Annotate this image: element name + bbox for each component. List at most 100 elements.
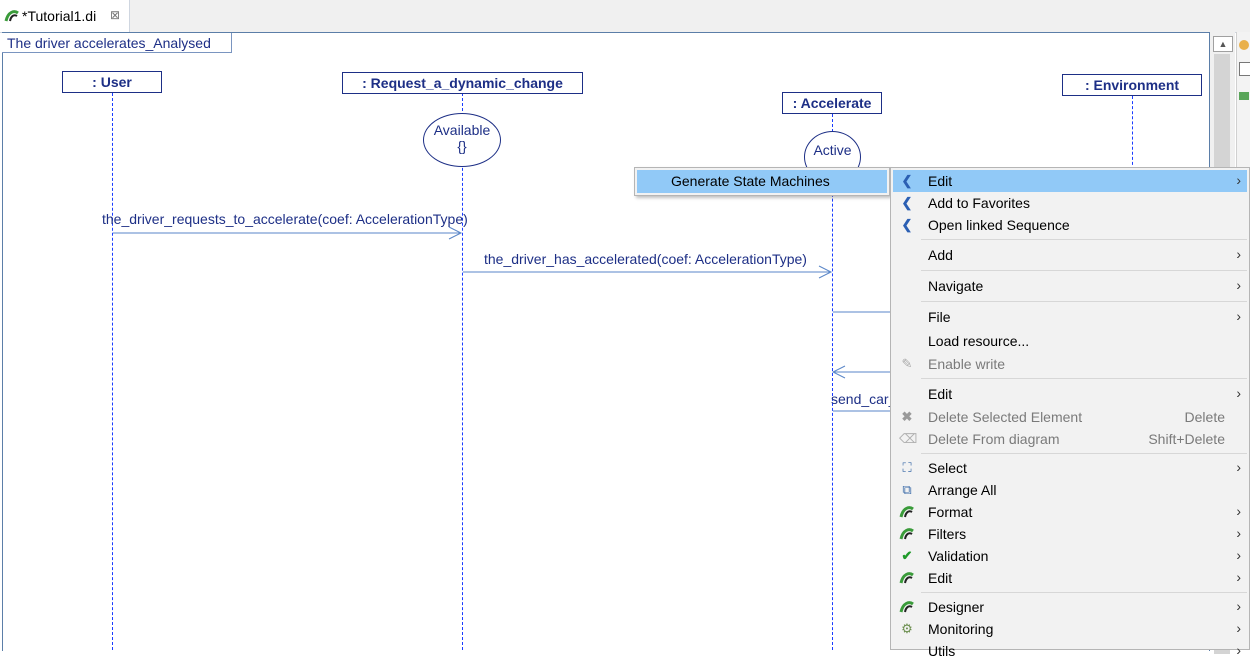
- menu-item-add[interactable]: Add ›: [893, 244, 1247, 266]
- menu-item-delete-from-diagram[interactable]: ⌫ Delete From diagram Shift+Delete: [893, 428, 1247, 450]
- menu-item-label: Utils: [928, 643, 956, 659]
- papyrus-logo-icon: [899, 572, 914, 584]
- pointer-tool-icon[interactable]: [1239, 62, 1250, 76]
- menu-item-label: Designer: [928, 599, 985, 615]
- menu-item-select[interactable]: ⛶ Select ›: [893, 457, 1247, 479]
- context-menu: ❮ Edit › ❮ Add to Favorites ❮ Open linke…: [890, 167, 1250, 659]
- select-icon: ⛶: [902, 460, 912, 475]
- menu-item-label: Delete From diagram: [928, 431, 1060, 447]
- message-label-requests[interactable]: the_driver_requests_to_accelerate(coef: …: [102, 211, 468, 227]
- lifeline-accelerate-line: [832, 114, 833, 650]
- scroll-up-icon[interactable]: ▲: [1213, 36, 1233, 52]
- message-arrowhead-2: [818, 265, 833, 279]
- frame-title: The driver accelerates_Analysed: [7, 35, 211, 51]
- menu-separator: [921, 592, 1247, 593]
- lifeline-accelerate[interactable]: : Accelerate: [782, 92, 882, 114]
- submenu-arrow-icon: ›: [1236, 385, 1241, 401]
- menu-separator: [921, 301, 1247, 302]
- papyrus-logo-icon: [899, 528, 914, 540]
- menu-item-utils[interactable]: Utils ›: [893, 640, 1247, 662]
- menu-item-designer[interactable]: Designer ›: [893, 596, 1247, 618]
- menu-separator: [921, 239, 1247, 240]
- submenu-arrow-icon: ›: [1236, 277, 1241, 293]
- message-label-send-car[interactable]: send_car_: [831, 391, 897, 407]
- editor-tab-bar: *Tutorial1.di ⊠: [0, 0, 1250, 33]
- papyrus-chevron-icon: ❮: [901, 195, 913, 210]
- message-arrowhead-4: [831, 365, 846, 379]
- menu-item-delete-selected-element[interactable]: ✖ Delete Selected Element Delete: [893, 406, 1247, 428]
- menu-separator: [921, 453, 1247, 454]
- close-icon[interactable]: ⊠: [110, 8, 121, 22]
- lifeline-request-line: [462, 93, 463, 650]
- menu-item-label: Monitoring: [928, 621, 994, 637]
- menu-separator: [921, 270, 1247, 271]
- menu-item-edit-2[interactable]: Edit ›: [893, 567, 1247, 589]
- checkmark-icon: ✔: [901, 548, 913, 563]
- menu-item-label: Open linked Sequence: [928, 217, 1070, 233]
- menu-item-label: Select: [928, 460, 967, 476]
- menu-item-label: Add to Favorites: [928, 195, 1030, 211]
- submenu-arrow-icon: ›: [1236, 620, 1241, 636]
- lifeline-environment[interactable]: : Environment: [1062, 74, 1202, 96]
- lifeline-user-line: [112, 93, 113, 650]
- papyrus-logo-icon: [899, 506, 914, 518]
- menu-item-label: Edit: [928, 386, 953, 402]
- menu-item-format[interactable]: Format ›: [893, 501, 1247, 523]
- menu-item-label: Arrange All: [928, 482, 997, 498]
- menu-item-shortcut: Shift+Delete: [1148, 431, 1225, 447]
- menu-item-edit[interactable]: Edit ›: [893, 383, 1247, 405]
- papyrus-logo-icon: [899, 601, 914, 613]
- state-constraint: {}: [457, 138, 467, 154]
- submenu-arrow-icon: ›: [1236, 547, 1241, 563]
- menu-item-label: Add: [928, 247, 953, 263]
- message-label-accelerated[interactable]: the_driver_has_accelerated(coef: Acceler…: [484, 251, 807, 267]
- menu-item-label: Load resource...: [928, 333, 1030, 349]
- papyrus-chevron-icon: ❮: [901, 173, 913, 188]
- submenu-arrow-icon: ›: [1236, 308, 1241, 324]
- menu-item-label: Validation: [928, 548, 989, 564]
- palette-tool-icon[interactable]: [1239, 40, 1249, 50]
- menu-item-filters[interactable]: Filters ›: [893, 523, 1247, 545]
- menu-item-edit-papyrus[interactable]: ❮ Edit ›: [893, 170, 1247, 192]
- interaction-frame-label: The driver accelerates_Analysed: [2, 33, 232, 53]
- lifeline-environment-line: [1132, 96, 1133, 170]
- lifeline-user[interactable]: : User: [62, 71, 162, 93]
- menu-item-load-resource[interactable]: Load resource...: [893, 330, 1247, 352]
- menu-item-label: Generate State Machines: [671, 173, 830, 189]
- menu-item-label: Delete Selected Element: [928, 409, 1083, 425]
- menu-item-label: Filters: [928, 526, 967, 542]
- gear-icon: ⚙: [901, 621, 913, 636]
- submenu-arrow-icon: ›: [1236, 598, 1241, 614]
- menu-item-monitoring[interactable]: ⚙ Monitoring ›: [893, 618, 1247, 640]
- state-invariant-available[interactable]: Available {}: [423, 113, 501, 167]
- menu-item-label: Edit: [928, 173, 953, 189]
- submenu-arrow-icon: ›: [1236, 459, 1241, 475]
- lifeline-request-a-dynamic-change[interactable]: : Request_a_dynamic_change: [342, 72, 583, 94]
- menu-separator: [921, 378, 1247, 379]
- menu-item-arrange-all[interactable]: ⧉ Arrange All: [893, 479, 1247, 501]
- state-name: Active: [813, 142, 852, 158]
- menu-item-enable-write[interactable]: ✎ Enable write: [893, 353, 1247, 375]
- generate-state-machines-item[interactable]: Generate State Machines: [637, 170, 887, 193]
- papyrus-chevron-icon: ❮: [901, 217, 913, 232]
- state-name: Available: [433, 122, 491, 138]
- menu-item-navigate[interactable]: Navigate ›: [893, 275, 1247, 297]
- eraser-icon: ⌫: [899, 431, 918, 446]
- menu-item-file[interactable]: File ›: [893, 306, 1247, 328]
- arrange-icon: ⧉: [902, 482, 912, 497]
- menu-item-validation[interactable]: ✔ Validation ›: [893, 545, 1247, 567]
- submenu-arrow-icon: ›: [1236, 525, 1241, 541]
- menu-item-label: Edit: [928, 570, 953, 586]
- menu-item-label: Enable write: [928, 356, 1006, 372]
- tab-title: *Tutorial1.di: [22, 8, 97, 24]
- menu-item-open-linked-sequence[interactable]: ❮ Open linked Sequence: [893, 214, 1247, 236]
- palette-green-icon[interactable]: [1239, 92, 1249, 100]
- submenu-arrow-icon: ›: [1236, 642, 1241, 658]
- submenu-arrow-icon: ›: [1236, 246, 1241, 262]
- generate-submenu: Generate State Machines: [634, 167, 890, 196]
- menu-item-shortcut: Delete: [1184, 409, 1225, 425]
- delete-x-icon: ✖: [901, 409, 913, 424]
- menu-item-add-to-favorites[interactable]: ❮ Add to Favorites: [893, 192, 1247, 214]
- tab-tutorial1-di[interactable]: *Tutorial1.di ⊠: [0, 0, 130, 32]
- menu-item-label: Format: [928, 504, 973, 520]
